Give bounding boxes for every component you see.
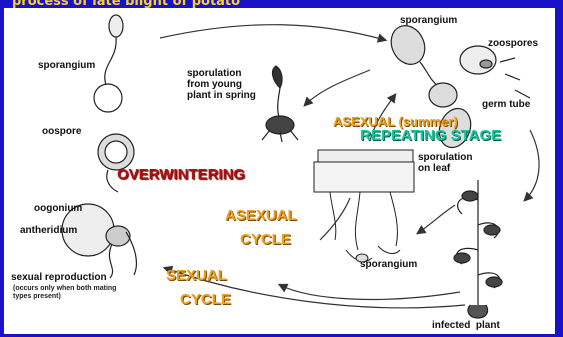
label-zoospores: zoospores — [488, 38, 538, 49]
stage-asexual-cycle-line1: ASEXUAL — [225, 208, 297, 223]
arrow-to-infected — [525, 130, 539, 200]
arrow-asexual-cycle — [280, 285, 460, 299]
label-sporangium-left: sporangium — [38, 60, 95, 71]
oospore-drawing — [98, 134, 134, 192]
label-sporulation-leaf: sporulation on leaf — [418, 152, 472, 174]
label-infected-plant: infected plant — [432, 320, 500, 331]
arrow-to-sprout — [305, 70, 370, 105]
stage-asexual-cycle-line2: CYCLE — [240, 232, 291, 247]
label-sexual-note: (occurs only when both mating types pres… — [13, 285, 116, 301]
stage-sexual-cycle-line1: SEXUAL — [166, 268, 227, 283]
label-sexual-reproduction: sexual reproduction — [11, 272, 107, 283]
sporangium-left-drawing — [94, 15, 123, 112]
label-sporulation-young: sporulation from young plant in spring — [187, 68, 256, 101]
label-germ-tube: germ tube — [482, 99, 530, 110]
stage-sexual-cycle-line2: CYCLE — [180, 292, 231, 307]
leaf-section-drawing — [314, 150, 414, 262]
stage-repeating: REPEATING STAGE — [360, 128, 501, 143]
label-oogonium: oogonium — [34, 203, 82, 214]
label-antheridium: antheridium — [20, 225, 77, 236]
stage-overwintering: OVERWINTERING — [117, 167, 245, 182]
arrow-to-sporangium — [160, 25, 385, 40]
label-oospore: oospore — [42, 126, 81, 137]
arrow-to-leaf — [418, 205, 455, 233]
label-sporangium-top: sporangium — [400, 15, 457, 26]
oogonium-drawing — [62, 204, 136, 278]
label-sporangium-bottom: sporangium — [360, 259, 417, 270]
sprouting-plant-drawing — [262, 66, 298, 142]
infected-plant-drawing — [454, 180, 502, 318]
